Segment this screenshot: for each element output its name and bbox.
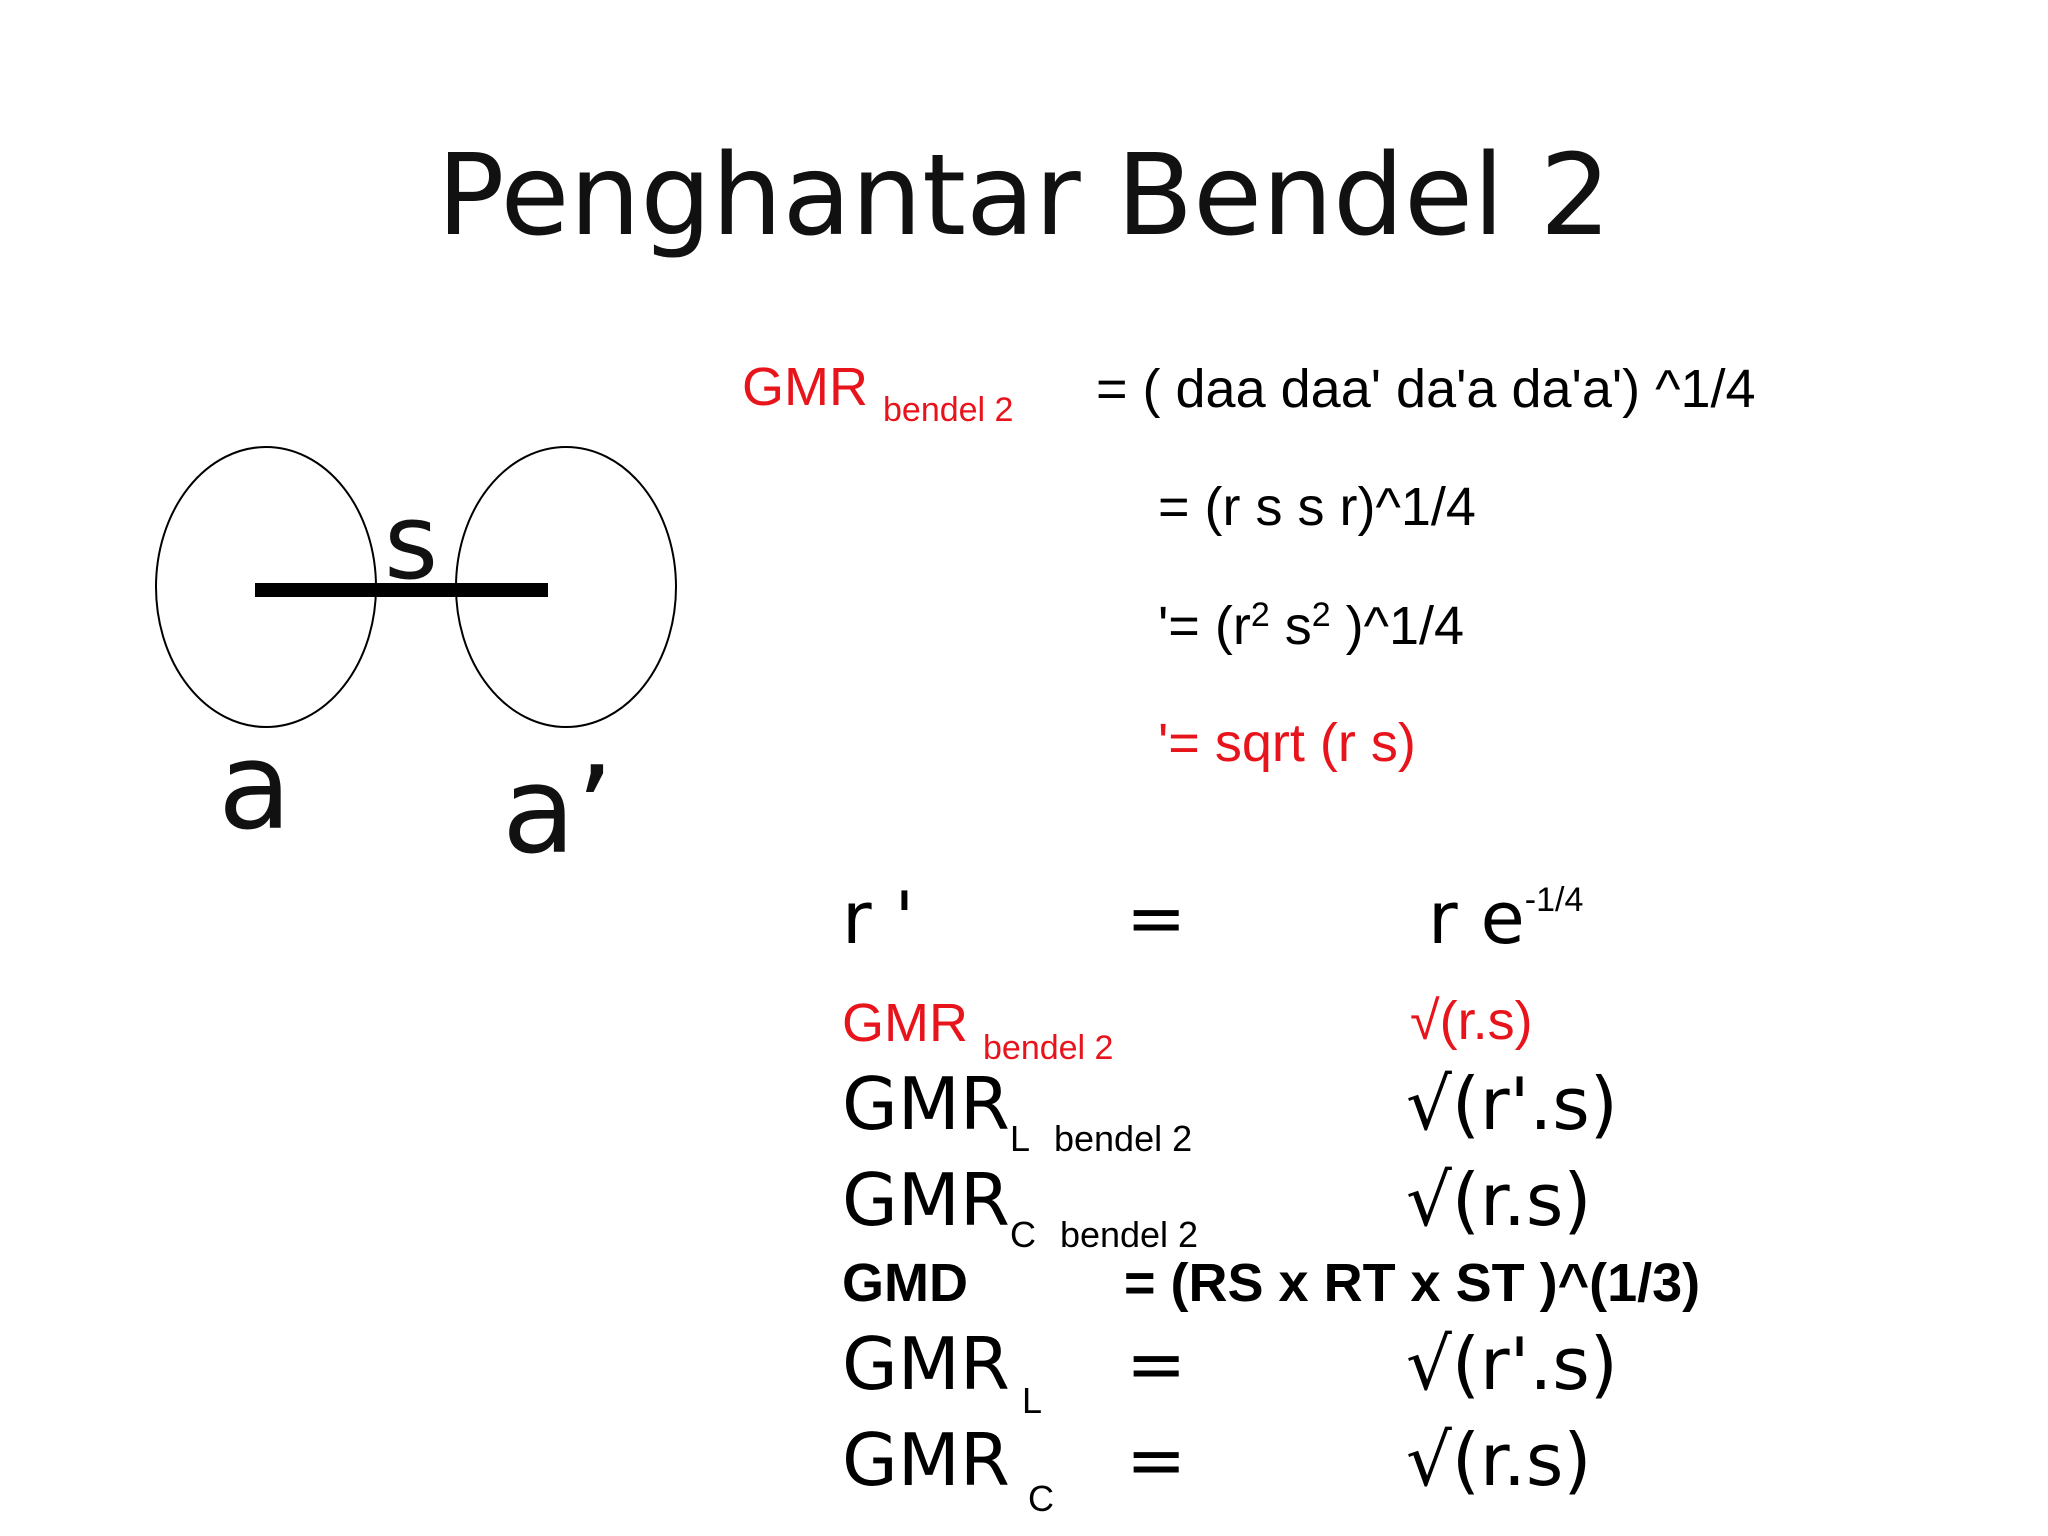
gmd-left: GMD <box>842 1253 968 1313</box>
conductor-diagram: s a a’ <box>140 430 700 875</box>
r-prime-eq: = <box>1126 876 1187 960</box>
eq1-gmr-label: GMR bendel 2 <box>742 357 1014 429</box>
eq2: = (r s s r)^1/4 <box>1158 477 1476 537</box>
gmr-l-right: √(r'.s) <box>1406 1322 1618 1406</box>
gmr-l-eq: = <box>1126 1322 1187 1406</box>
gmd-right: = (RS x RT x ST )^(1/3) <box>1124 1253 1701 1313</box>
gmr-bendel-right: √(r.s) <box>1410 991 1533 1051</box>
slide-title: Penghantar Bendel 2 <box>436 131 1612 261</box>
bundle-diagram-svg <box>155 446 677 728</box>
eq3: '= (r2 s2 )^1/4 <box>1158 596 1465 656</box>
label-a: a <box>218 718 292 857</box>
eq1-rhs: = ( daa daa' da'a da'a') ^1/4 <box>1096 359 1756 419</box>
gmr-l-bendel-right: √(r'.s) <box>1406 1062 1618 1146</box>
r-prime-right: r e-1/4 <box>1428 876 1584 960</box>
gmr-c-bendel-right: √(r.s) <box>1406 1158 1592 1242</box>
eq4-result: '= sqrt (r s) <box>1158 713 1416 773</box>
gmr-c-eq: = <box>1126 1418 1187 1502</box>
r-prime-left: r ' <box>842 876 915 960</box>
gmr-bendel-left: GMR bendel 2 <box>842 993 1114 1067</box>
label-s: s <box>384 481 439 603</box>
gmr-c-right: √(r.s) <box>1406 1418 1592 1502</box>
label-a-prime: a’ <box>502 742 614 881</box>
